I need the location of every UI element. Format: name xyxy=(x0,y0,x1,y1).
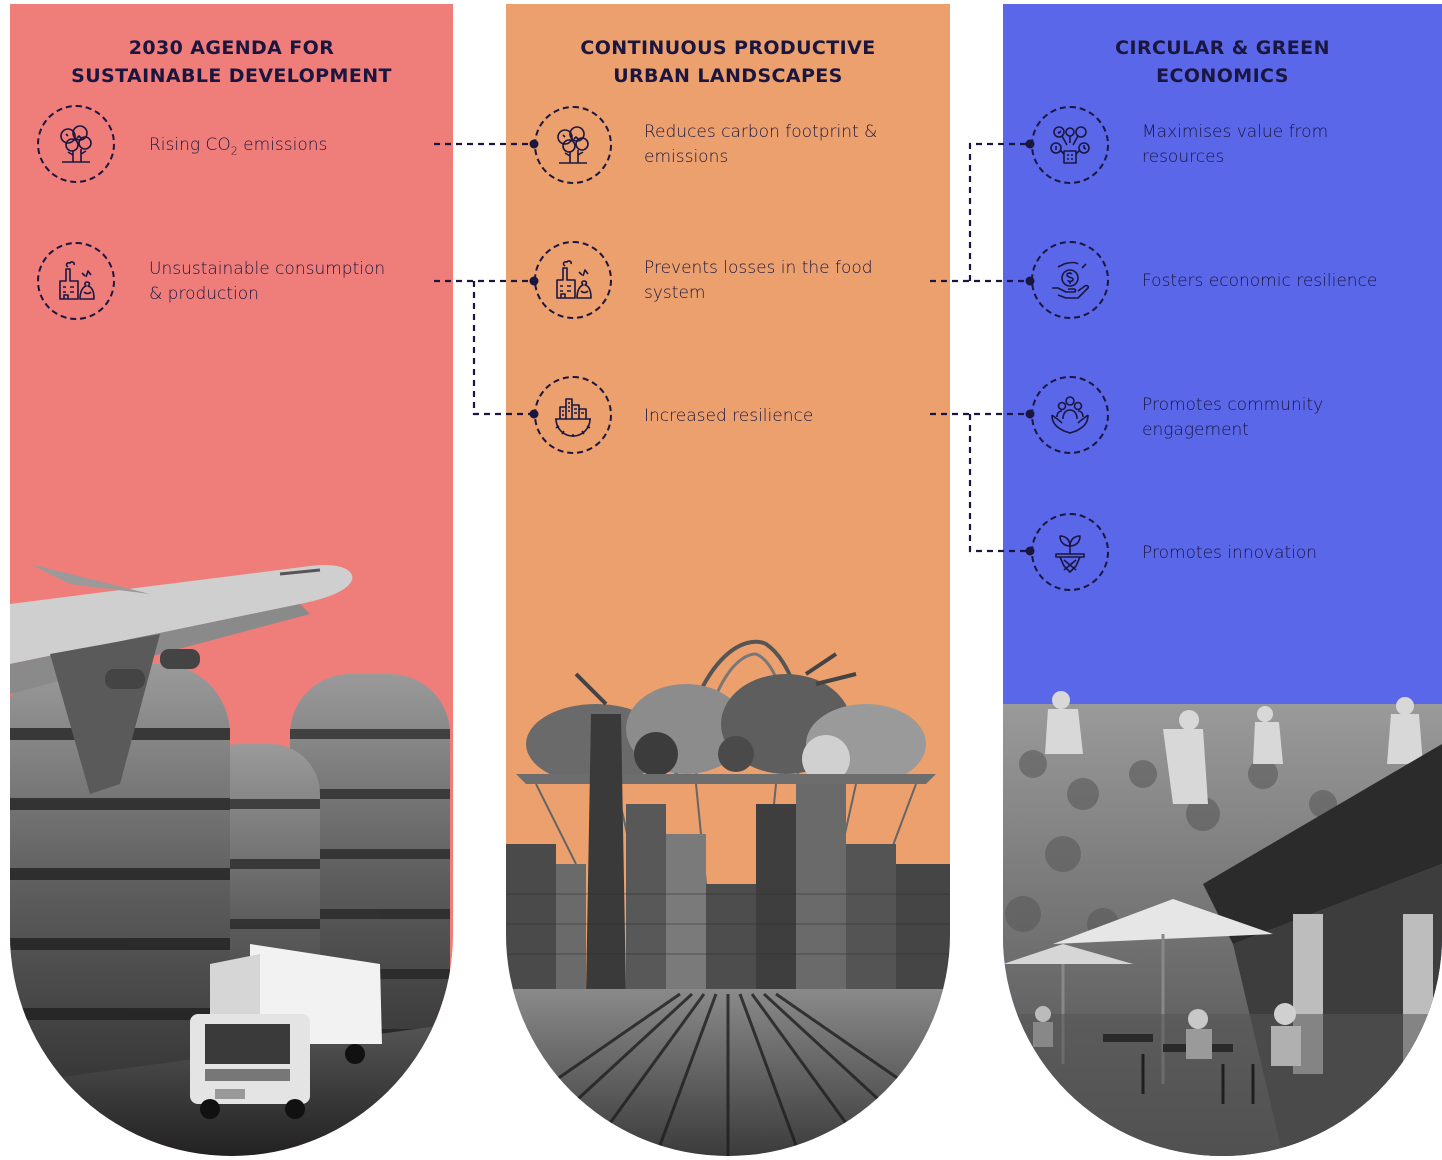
airplane xyxy=(10,564,353,794)
column-title: CONTINUOUS PRODUCTIVE URBAN LANDSCAPES xyxy=(580,37,876,87)
column-title: CIRCULAR & GREEN ECONOMICS xyxy=(1115,37,1330,87)
item-label-rising-co2: Rising CO2 emissions xyxy=(149,133,327,163)
label-subscript: 2 xyxy=(230,144,238,158)
item-label-community-engagement: Promotes community engagement xyxy=(1142,395,1324,440)
connector-dot xyxy=(529,276,539,286)
column-continuous-productive-urban-landscapes: CONTINUOUS PRODUCTIVE URBAN LANDSCAPES R… xyxy=(506,4,950,1156)
label-tail-text: emissions xyxy=(237,135,328,155)
vegetables xyxy=(526,652,926,784)
factory-icon xyxy=(37,242,115,320)
column-2030-agenda: 2030 AGENDA FOR SUSTAINABLE DEVELOPMENT … xyxy=(10,4,453,1156)
item-label-reduces-carbon: Reduces carbon footprint & emissions xyxy=(644,122,878,167)
item-label-fosters-resilience: Fosters economic resilience xyxy=(1142,271,1378,291)
label-main-text: Rising CO xyxy=(149,135,231,155)
connector-dot xyxy=(1025,139,1035,149)
item-label-promotes-innovation: Promotes innovation xyxy=(1142,543,1318,563)
column-title: 2030 AGENDA FOR SUSTAINABLE DEVELOPMENT xyxy=(71,37,392,87)
truck xyxy=(190,944,382,1119)
item-label-prevents-losses: Prevents losses in the food system xyxy=(644,258,873,303)
item-label-unsustainable: Unsustainable consumption & production xyxy=(149,259,386,304)
connector-dot xyxy=(1025,546,1035,556)
farm-workers-cafe-collage xyxy=(1003,691,1442,1156)
vegetable-basket-skyline-field-collage xyxy=(506,639,950,1156)
cafe-seating xyxy=(1003,1003,1442,1156)
airplane-burgers-truck-collage xyxy=(10,564,453,1156)
item-label-increased-resilience: Increased resilience xyxy=(644,406,814,426)
tree-icon xyxy=(37,105,115,183)
item-label-maximises-value: Maximises value from resources xyxy=(1142,122,1329,167)
city-skyline xyxy=(506,714,950,994)
connector-dot xyxy=(529,139,539,149)
column-circular-green-economics: CIRCULAR & GREEN ECONOMICS Maximises val… xyxy=(1003,4,1442,1156)
farm-workers xyxy=(1045,691,1423,804)
connector-dot xyxy=(1025,276,1035,286)
connector-dot xyxy=(1025,409,1035,419)
connector-dot xyxy=(529,409,539,419)
